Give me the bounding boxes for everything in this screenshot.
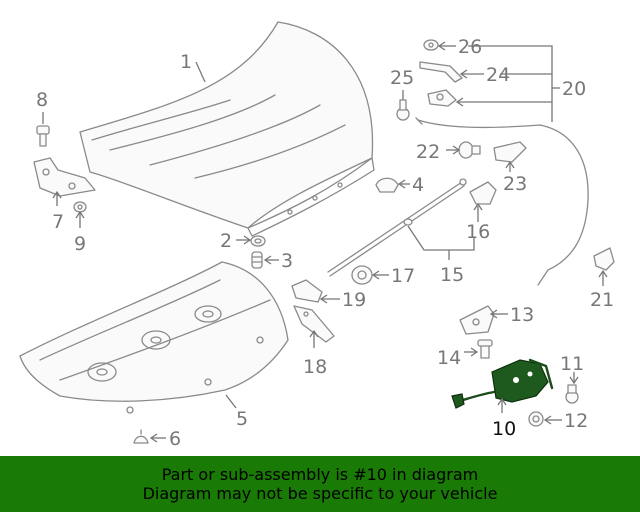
- part-13-bracket: [459, 305, 495, 335]
- part-14-bolt: [477, 339, 493, 359]
- label-6: 6: [169, 428, 181, 450]
- label-11: 11: [560, 353, 584, 375]
- part-22-grommet: [458, 141, 481, 159]
- label-5: 5: [236, 408, 248, 430]
- part-7-hinge: [33, 157, 96, 197]
- part-23-clip: [493, 141, 527, 163]
- part-5-insulator: [19, 261, 289, 414]
- part-20-cable: [417, 119, 589, 286]
- part-9-nut: [73, 201, 87, 213]
- part-10-hood-latch: [451, 358, 554, 409]
- label-20: 20: [562, 78, 586, 100]
- label-16: 16: [466, 221, 490, 243]
- part-19-bracket: [291, 279, 323, 303]
- label-2: 2: [220, 230, 232, 252]
- notice-line-1: Part or sub-assembly is #10 in diagram: [161, 465, 479, 484]
- part-16-holder: [469, 181, 497, 205]
- part-15-rod: [327, 178, 467, 277]
- notice-line-2: Diagram may not be specific to your vehi…: [142, 484, 498, 503]
- part-3-bumper: [251, 251, 263, 269]
- label-14: 14: [437, 347, 461, 369]
- part-18-bracket: [293, 305, 335, 343]
- label-15: 15: [440, 264, 464, 286]
- label-24: 24: [486, 64, 510, 86]
- label-26: 26: [458, 36, 482, 58]
- label-23: 23: [503, 173, 527, 195]
- part-4-bumper-stop: [375, 177, 399, 193]
- label-22: 22: [416, 141, 440, 163]
- part-2-washer: [250, 235, 266, 247]
- part-8-bolt: [36, 125, 50, 147]
- label-13: 13: [510, 304, 534, 326]
- part-21-clip: [593, 247, 615, 271]
- label-21: 21: [590, 289, 614, 311]
- part-24-bracket: [419, 61, 463, 83]
- label-3: 3: [281, 250, 293, 272]
- parts-diagram: 1 2 3 4 5 6 8: [19, 21, 615, 450]
- part-25-bolt: [396, 99, 410, 121]
- label-9: 9: [74, 233, 86, 255]
- part-20-bracket: [427, 89, 457, 107]
- label-7: 7: [52, 211, 64, 233]
- label-19: 19: [342, 289, 366, 311]
- label-18: 18: [303, 356, 327, 378]
- part-1-hood: [79, 21, 375, 237]
- label-12: 12: [564, 410, 588, 432]
- part-11-bolt: [565, 384, 579, 404]
- part-6-clip: [133, 429, 149, 444]
- notice-banner: Part or sub-assembly is #10 in diagram D…: [0, 456, 640, 512]
- label-17: 17: [391, 265, 415, 287]
- part-26-nut: [423, 39, 439, 51]
- label-10: 10: [492, 418, 516, 440]
- label-8: 8: [36, 89, 48, 111]
- part-12-nut: [528, 411, 544, 427]
- label-1: 1: [180, 51, 192, 73]
- part-17-grommet: [351, 265, 373, 285]
- label-25: 25: [390, 67, 414, 89]
- label-4: 4: [412, 174, 424, 196]
